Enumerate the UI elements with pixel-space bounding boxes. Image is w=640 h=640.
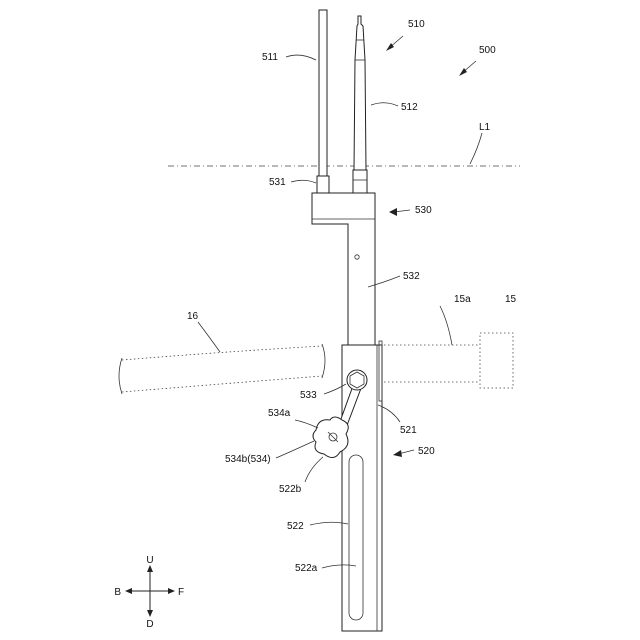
arrow-500 (459, 61, 476, 76)
label-510: 510 (408, 19, 425, 30)
label-532: 532 (403, 271, 420, 282)
direction-back: B (114, 587, 121, 598)
label-512: 512 (401, 102, 418, 113)
pipe-16 (119, 344, 325, 394)
label-l1: L1 (479, 122, 491, 133)
label-531: 531 (269, 177, 286, 188)
direction-indicator: U D B F (114, 555, 184, 630)
label-522a: 522a (295, 563, 318, 574)
arrow-520 (393, 450, 414, 457)
direction-down: D (146, 619, 153, 630)
holder-530 (312, 193, 375, 348)
antenna-511 (317, 10, 329, 193)
label-520: 520 (418, 446, 435, 457)
label-522: 522 (287, 521, 304, 532)
label-522b: 522b (279, 484, 302, 495)
label-16: 16 (187, 311, 199, 322)
label-530: 530 (415, 205, 432, 216)
label-15a: 15a (454, 294, 471, 305)
leader-lines (198, 55, 482, 568)
label-511: 511 (262, 52, 278, 63)
member-15 (480, 333, 513, 388)
label-15: 15 (505, 294, 517, 305)
direction-up: U (146, 555, 153, 566)
label-521: 521 (400, 425, 417, 436)
direction-front: F (178, 587, 184, 598)
pipe-15a (380, 345, 480, 382)
antenna-512 (353, 16, 367, 193)
label-534b: 534b(534) (225, 454, 271, 465)
bolt-533 (347, 370, 367, 390)
label-533: 533 (300, 390, 317, 401)
arrow-510 (386, 36, 403, 51)
label-534a: 534a (268, 408, 291, 419)
arrow-530 (389, 208, 410, 216)
label-500: 500 (479, 45, 496, 56)
